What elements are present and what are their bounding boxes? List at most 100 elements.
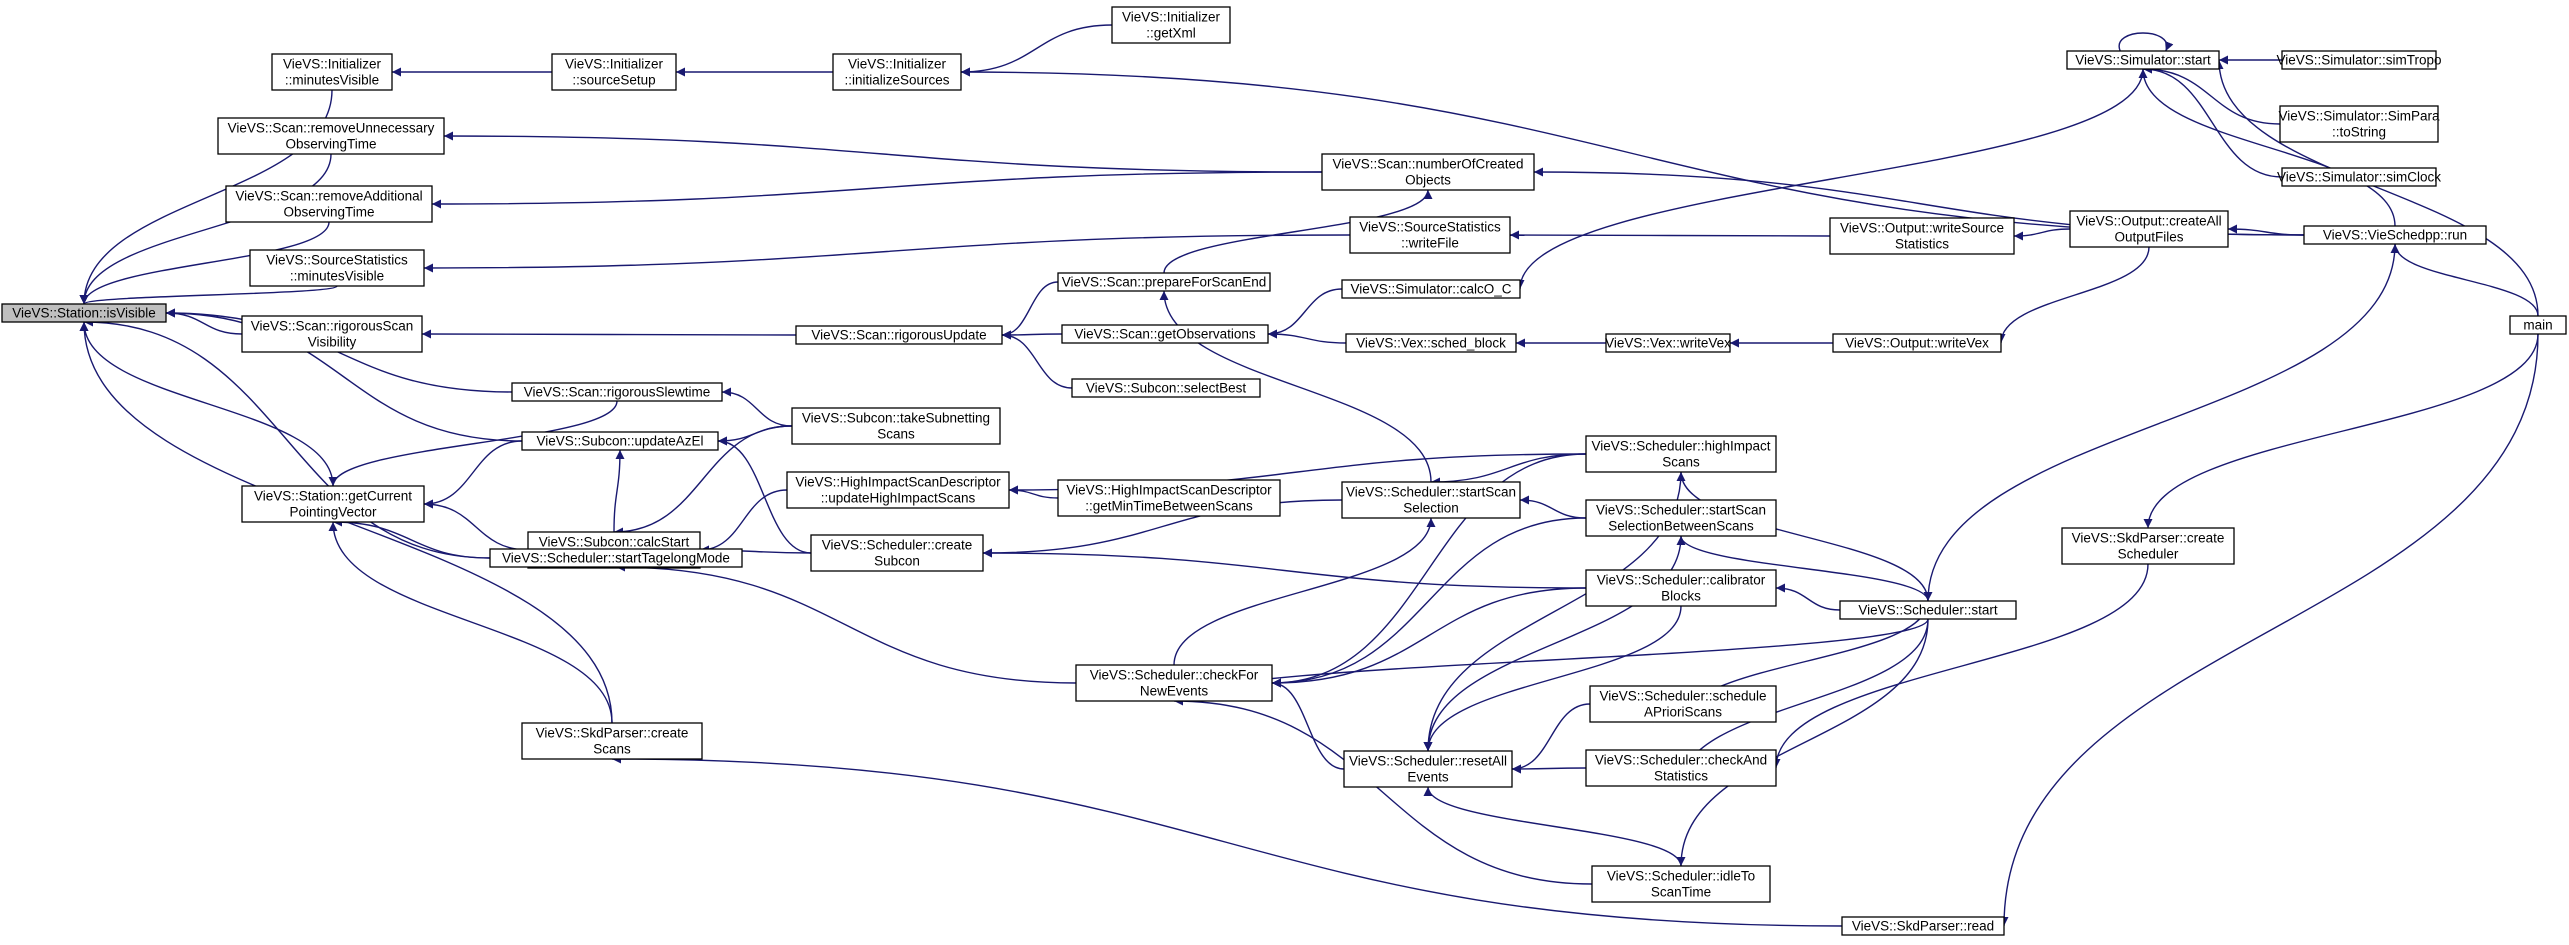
node-schTagelong[interactable]: VieVS::Scheduler::startTagelongMode xyxy=(489,548,743,568)
node-box xyxy=(1605,333,1731,353)
node-box xyxy=(2281,50,2437,70)
edge-vieRun-to-simStart xyxy=(2138,68,2396,227)
node-scanRigUpd[interactable]: VieVS::Scan::rigorousUpdate xyxy=(795,325,1003,345)
node-outWriteVex[interactable]: VieVS::Output::writeVex xyxy=(1832,333,2002,353)
edge-schTagelong-to-staGetCur xyxy=(332,517,491,559)
node-simClock[interactable]: VieVS::Simulator::simClock xyxy=(2277,167,2441,187)
edge-schCalibrator-to-schResetAll xyxy=(1423,605,1682,752)
node-box xyxy=(810,534,984,572)
node-box xyxy=(2303,225,2487,245)
node-scanRemAdd[interactable]: VieVS::Scan::removeAdditionalObservingTi… xyxy=(225,185,433,223)
edge-schScheduleAPriori-to-schResetAll xyxy=(1511,703,1591,774)
node-label: VieVS::Scheduler::create xyxy=(822,537,973,552)
node-srcStatMin[interactable]: VieVS::SourceStatistics::minutesVisible xyxy=(249,249,425,287)
node-box xyxy=(271,53,393,91)
edge-simCalcOC-to-scanGetObs xyxy=(1267,288,1343,339)
node-iniSrcSetup[interactable]: VieVS::Initializer::sourceSetup xyxy=(551,53,677,91)
node-label: ::toString xyxy=(2332,124,2386,139)
node-label: VieVS::Scan::removeUnnecessary xyxy=(228,120,435,135)
node-label: VieVS::Station::isVisible xyxy=(12,305,156,320)
node-label: PointingVector xyxy=(289,504,377,519)
node-scanRigSlew[interactable]: VieVS::Scan::rigorousSlewtime xyxy=(511,382,723,402)
node-label: ::writeFile xyxy=(1401,235,1459,250)
node-vexSched[interactable]: VieVS::Vex::sched_block xyxy=(1345,333,1517,353)
node-label: Events xyxy=(1407,769,1449,784)
edge-main-to-skdRead xyxy=(1999,333,2539,927)
edge-iniGetXml-to-iniInitSrc xyxy=(960,24,1113,77)
edge-schIdleTo-to-schCheckFor xyxy=(1173,696,1593,885)
edge-schCheckAnd-to-schResetAll xyxy=(1511,764,1587,774)
edge-main-to-simStart xyxy=(2214,59,2539,317)
edge-simClock-to-simStart xyxy=(2142,64,2283,178)
node-label: ::updateHighImpactScans xyxy=(821,490,976,505)
node-skdRead[interactable]: VieVS::SkdParser::read xyxy=(1841,916,2005,936)
node-label: VieVS::Simulator::SimPara xyxy=(2278,108,2440,123)
node-label: main xyxy=(2523,317,2552,332)
node-hiUpdate[interactable]: VieVS::HighImpactScanDescriptor::updateH… xyxy=(786,471,1010,509)
node-schStartScanBetween[interactable]: VieVS::Scheduler::startScanSelectionBetw… xyxy=(1585,499,1777,537)
node-label: VieVS::Scan::rigorousSlewtime xyxy=(524,384,711,399)
node-subUpdAzEl[interactable]: VieVS::Subcon::updateAzEl xyxy=(521,431,719,451)
node-label: VieVS::Scheduler::checkFor xyxy=(1090,667,1259,682)
node-isVisible[interactable]: VieVS::Station::isVisible xyxy=(1,303,167,323)
node-simStart[interactable]: VieVS::Simulator::start xyxy=(2066,50,2220,70)
node-vexWrite[interactable]: VieVS::Vex::writeVex xyxy=(1605,333,1731,353)
edge-outCreateAll-to-outWriteSrc xyxy=(2013,228,2071,241)
edge-scanNumCreated-to-scanRemAdd xyxy=(431,171,1323,209)
edge-scanRemAdd-to-isVisible xyxy=(79,221,330,305)
node-srcStatWrite[interactable]: VieVS::SourceStatistics::writeFile xyxy=(1349,216,1511,254)
node-iniGetXml[interactable]: VieVS::Initializer::getXml xyxy=(1111,6,1231,44)
node-box xyxy=(1057,272,1271,292)
node-box xyxy=(1,303,167,323)
node-label: VieVS::Initializer xyxy=(283,56,382,71)
node-simParaToString[interactable]: VieVS::Simulator::SimPara::toString xyxy=(2278,105,2440,143)
node-simCalcOC[interactable]: VieVS::Simulator::calcO_C xyxy=(1341,279,1521,299)
node-iniMinVis[interactable]: VieVS::Initializer::minutesVisible xyxy=(271,53,393,91)
edge-schIdleTo-to-schResetAll xyxy=(1423,786,1682,867)
node-label: VieVS::Scheduler::highImpact xyxy=(1591,438,1770,453)
node-iniInitSrc[interactable]: VieVS::Initializer::initializeSources xyxy=(832,53,962,91)
node-hiGetMin[interactable]: VieVS::HighImpactScanDescriptor::getMinT… xyxy=(1057,479,1281,517)
node-label: ObservingTime xyxy=(285,136,376,151)
node-label: VieVS::HighImpactScanDescriptor xyxy=(1066,482,1272,497)
node-subSelBest[interactable]: VieVS::Subcon::selectBest xyxy=(1071,378,1261,398)
node-box xyxy=(832,53,962,91)
edge-vieRun-to-outCreateAll xyxy=(2227,224,2305,236)
node-scanRemUnn[interactable]: VieVS::Scan::removeUnnecessaryObservingT… xyxy=(217,117,445,155)
node-box xyxy=(1061,324,1269,344)
edge-skdRead-to-skdCreateScans xyxy=(611,754,1843,927)
node-vieRun[interactable]: VieVS::VieSchedpp::run xyxy=(2303,225,2487,245)
node-label: Scans xyxy=(593,741,631,756)
edge-subTakeSub-to-subCalcStart xyxy=(613,425,793,537)
edge-schStart-to-schStartScanBetween xyxy=(1676,535,1929,602)
node-box xyxy=(1585,435,1777,473)
node-label: VieVS::Simulator::calcO_C xyxy=(1350,281,1511,296)
node-main[interactable]: main xyxy=(2509,315,2567,335)
node-scanGetObs[interactable]: VieVS::Scan::getObservations xyxy=(1061,324,1269,344)
node-schStart[interactable]: VieVS::Scheduler::start xyxy=(1839,600,2017,620)
edge-schStart-to-schCalibrator xyxy=(1775,583,1841,611)
node-simTropo[interactable]: VieVS::Simulator::simTropo xyxy=(2276,50,2442,70)
node-box xyxy=(2509,315,2567,335)
node-box xyxy=(1591,865,1771,903)
node-label: VieVS::Vex::writeVex xyxy=(1605,335,1731,350)
node-scanPrepEnd[interactable]: VieVS::Scan::prepareForScanEnd xyxy=(1057,272,1271,292)
